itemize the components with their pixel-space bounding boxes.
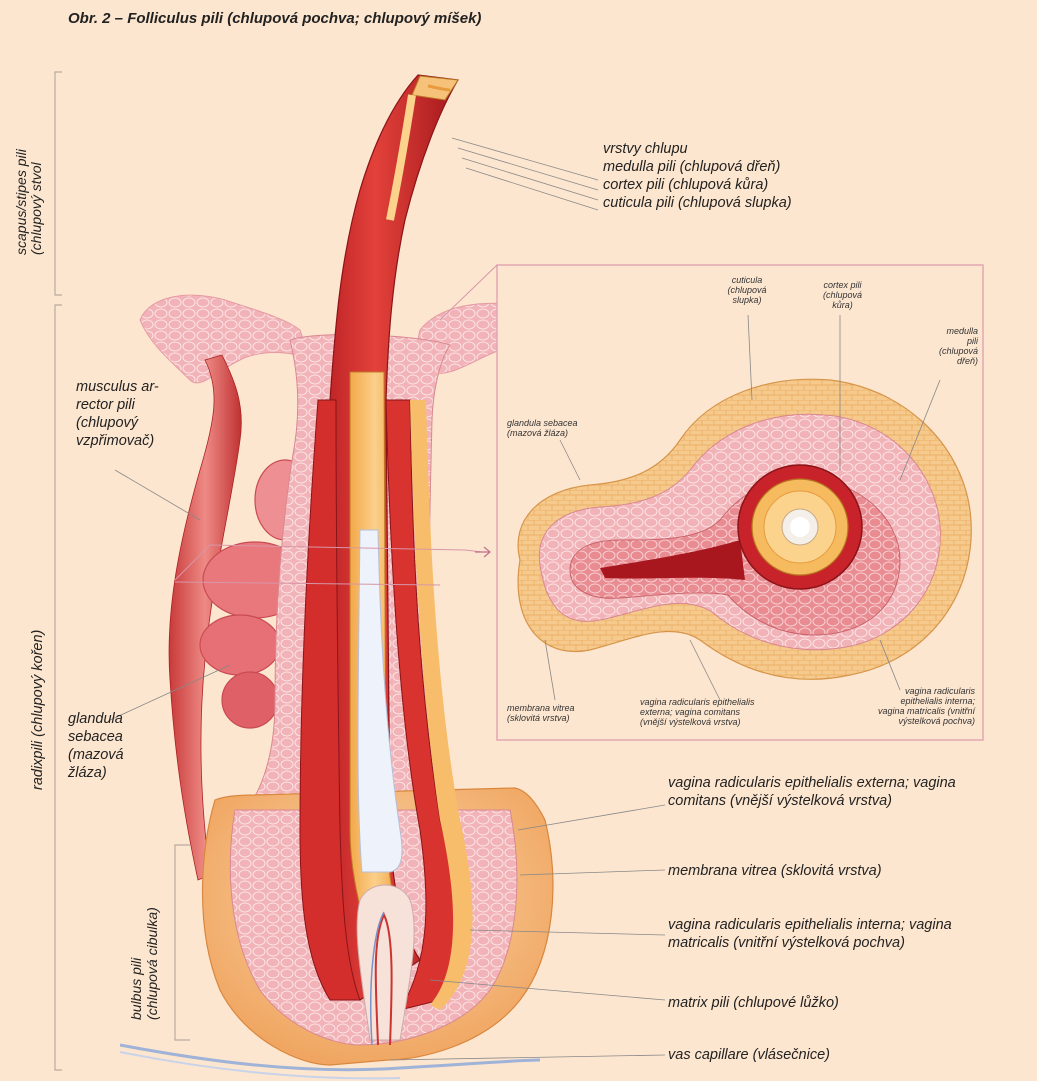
vagina-externa-label: vagina radicularis epithelialis externa;… — [668, 774, 956, 810]
inset-vagina-ext-label: vagina radicularis epithelialis externa;… — [640, 697, 755, 727]
inset-cortex-label: cortex pili (chlupová kůra) — [805, 280, 880, 310]
inset-vagina-int-line-2: epithelialis interna; — [832, 696, 975, 706]
glandula-line-1: glandula — [68, 710, 124, 728]
scapus-line-1: scapus/stipes pili — [14, 149, 29, 255]
inset-vagina-int-line-4: výstelková pochva) — [832, 716, 975, 726]
inset-arrow — [475, 547, 490, 557]
musculus-line-4: vzpřimovač) — [76, 432, 159, 450]
inset-vagina-ext-line-3: (vnější výstelková vrstva) — [640, 717, 755, 727]
inset-vagina-ext-line-1: vagina radicularis epithelialis — [640, 697, 755, 707]
vagina-externa-line-1: vagina radicularis epithelialis externa;… — [668, 774, 956, 792]
vagina-externa-line-2: comitans (vnější výstelková vrstva) — [668, 792, 956, 810]
musculus-line-2: rector pili — [76, 396, 159, 414]
figure-title: Obr. 2 – Folliculus pili (chlupová pochv… — [68, 10, 481, 29]
glandula-line-3: (mazová — [68, 746, 124, 764]
inset-vagina-int-line-3: vagina matricalis (vnitřní — [832, 706, 975, 716]
inset-medulla-label: medulla pili (chlupová dřeň) — [908, 326, 978, 366]
label-cortex: cortex pili (chlupová kůra) — [603, 176, 792, 194]
inset-cuticula-line-3: slupka) — [712, 295, 782, 305]
vagina-interna-line-2: matricalis (vnitřní výstelková pochva) — [668, 934, 952, 952]
bulbus-label: bulbus pili (chlupová cibulka) — [128, 907, 160, 1020]
label-cuticula: cuticula pili (chlupová slupka) — [603, 194, 792, 212]
inset-membrana-line-2: (sklovitá vrstva) — [507, 713, 575, 723]
inset-medulla-line-3: (chlupová — [908, 346, 978, 356]
scapus-line-2: (chlupový stvol — [29, 149, 44, 255]
inset-glandula-line-1: glandula sebacea — [507, 418, 578, 428]
glandula-line-4: žláza) — [68, 764, 124, 782]
inset-vagina-ext-line-2: externa; vagina comitans — [640, 707, 755, 717]
vagina-interna-line-1: vagina radicularis epithelialis interna;… — [668, 916, 952, 934]
region-brackets — [55, 72, 190, 1070]
label-medulla: medulla pili (chlupová dřeň) — [603, 158, 792, 176]
inset-glandula-label: glandula sebacea (mazová žláza) — [507, 418, 578, 438]
inset-vagina-int-line-1: vagina radicularis — [832, 686, 975, 696]
inset-medulla-line-2: pili — [908, 336, 978, 346]
scapus-label: scapus/stipes pili (chlupový stvol — [14, 149, 45, 255]
glandula-line-2: sebacea — [68, 728, 124, 746]
glandula-label: glandula sebacea (mazová žláza) — [68, 710, 124, 783]
inset-medulla-line-4: dřeň) — [908, 356, 978, 366]
inset-cuticula-label: cuticula (chlupová slupka) — [712, 275, 782, 305]
inset-cuticula-line-2: (chlupová — [712, 285, 782, 295]
membrana-label: membrana vitrea (sklovitá vrstva) — [668, 862, 882, 880]
inset-cortex-line-3: kůra) — [805, 300, 880, 310]
hair-layers-group: vrstvy chlupu medulla pili (chlupová dře… — [603, 140, 792, 213]
inset-glandula-line-2: (mazová žláza) — [507, 428, 578, 438]
inset-medulla-line-1: medulla — [908, 326, 978, 336]
hair-layers-heading: vrstvy chlupu — [603, 140, 792, 158]
inset-cortex-line-2: (chlupová — [805, 290, 880, 300]
musculus-line-1: musculus ar- — [76, 378, 159, 396]
inset-membrana-label: membrana vitrea (sklovitá vrstva) — [507, 703, 575, 723]
inset-cortex-line-1: cortex pili — [805, 280, 880, 290]
inset-membrana-line-1: membrana vitrea — [507, 703, 575, 713]
radix-label: radixpili (chlupový kořen) — [30, 630, 46, 790]
bulbus-line-1: bulbus pili — [128, 907, 144, 1020]
musculus-line-3: (chlupový — [76, 414, 159, 432]
vagina-interna-label: vagina radicularis epithelialis interna;… — [668, 916, 952, 952]
vas-label: vas capillare (vlásečnice) — [668, 1046, 830, 1064]
inset-cuticula-line-1: cuticula — [712, 275, 782, 285]
bulbus-line-2: (chlupová cibulka) — [144, 907, 160, 1020]
inset-vagina-int-label: vagina radicularis epithelialis interna;… — [832, 686, 975, 726]
musculus-label: musculus ar- rector pili (chlupový vzpři… — [76, 378, 159, 451]
matrix-label: matrix pili (chlupové lůžko) — [668, 994, 839, 1012]
